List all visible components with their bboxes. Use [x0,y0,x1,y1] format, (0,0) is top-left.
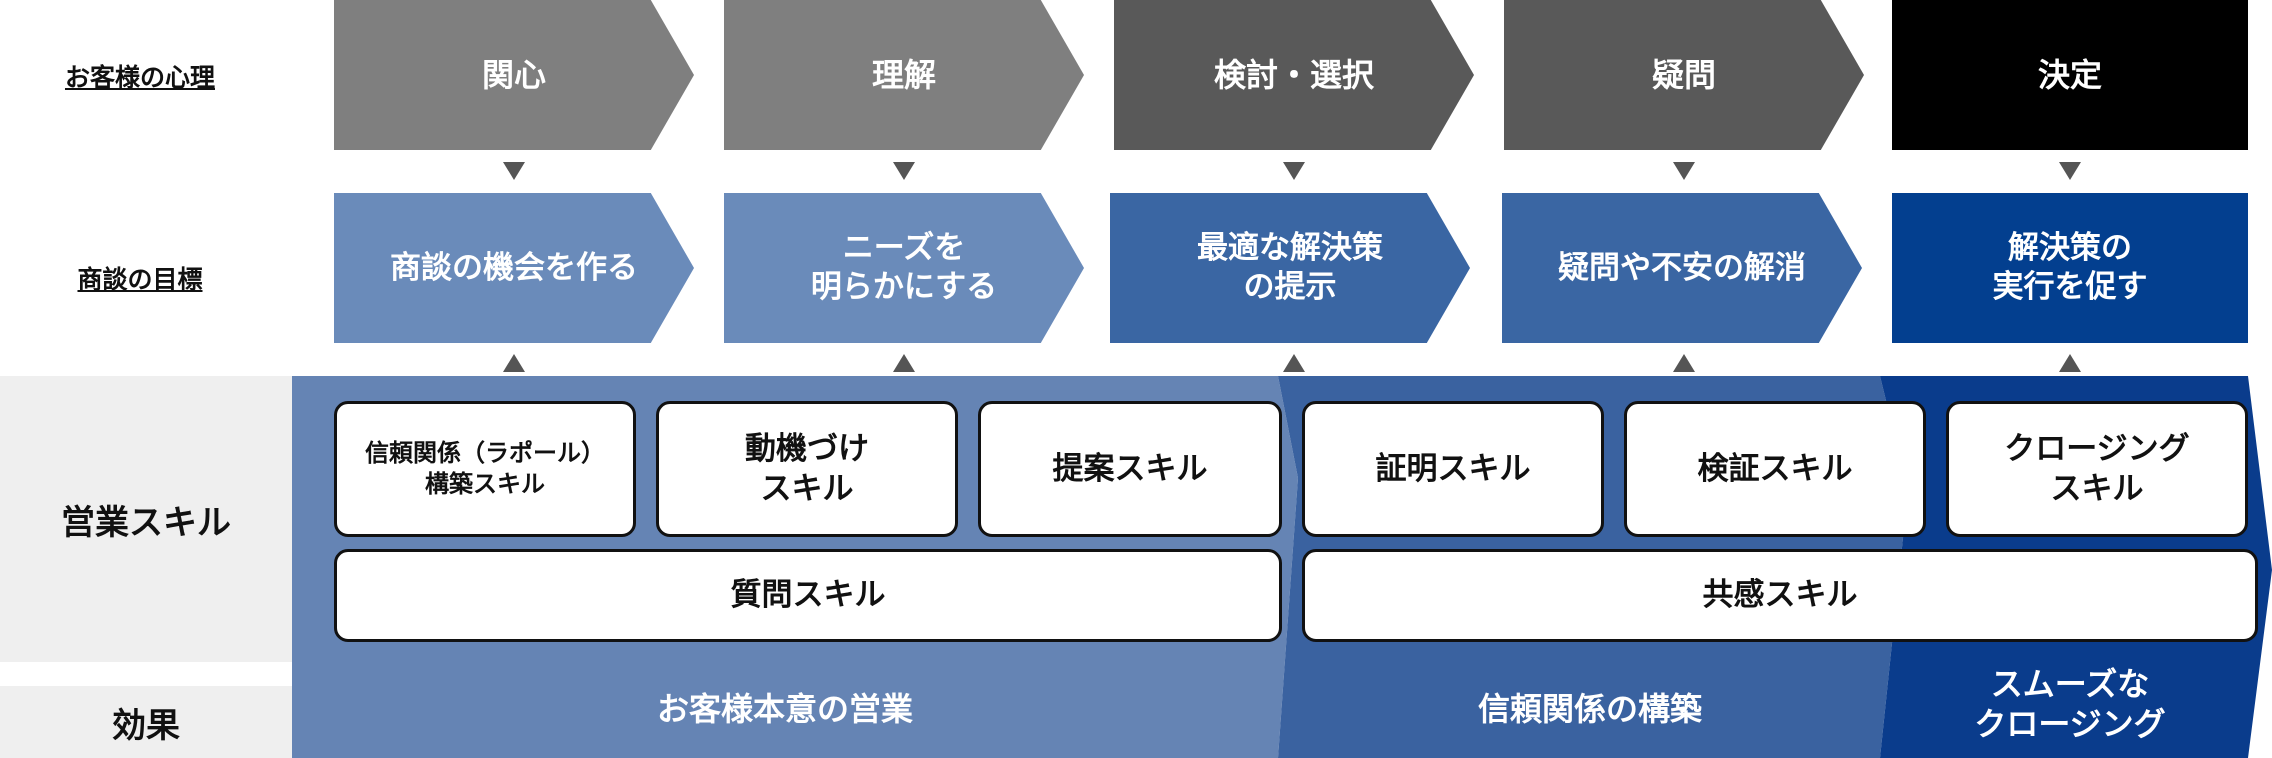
goal-step-1: 商談の機会を作る [334,193,694,343]
up-arrow-icon [893,354,915,372]
goal-step-3: 最適な解決策 の提示 [1110,193,1470,343]
row-label-skills: 営業スキル [61,503,231,542]
psychology-step-4: 疑問 [1504,0,1864,150]
skill-proposal: 提案スキル [978,401,1282,537]
row-label-psychology: お客様の心理 [64,64,215,92]
goal-step-5: 解決策の 実行を促す [1892,193,2248,343]
row-label-effect: 効果 [112,706,180,745]
skill-rapport: 信頼関係（ラポール） 構築スキル [334,401,636,537]
psychology-step-1: 関心 [334,0,694,150]
down-arrow-icon [1283,162,1305,180]
effect-trust-building: 信頼関係の構築 [1477,691,1702,727]
skill-closing: クロージング スキル [1946,401,2248,537]
goal-step-2: ニーズを 明らかにする [724,193,1084,343]
effect-label-bg [0,686,292,758]
effect-customer-oriented: お客様本意の営業 [656,691,913,727]
down-arrow-icon [2059,162,2081,180]
up-arrow-icon [1673,354,1695,372]
goal-step-4: 疑問や不安の解消 [1502,193,1862,343]
psychology-step-2: 理解 [724,0,1084,150]
up-arrow-icon [1283,354,1305,372]
psychology-step-3: 検討・選択 [1114,0,1474,150]
psychology-step-5: 決定 [1892,0,2248,150]
down-arrow-icon [893,162,915,180]
down-arrow-icon [503,162,525,180]
skill-verification: 検証スキル [1624,401,1926,537]
skill-empathy: 共感スキル [1302,549,2258,642]
skill-proof: 証明スキル [1302,401,1604,537]
skill-motivation: 動機づけ スキル [656,401,958,537]
down-arrow-icon [1673,162,1695,180]
skills-label-bg [0,376,292,662]
skill-questioning: 質問スキル [334,549,1282,642]
row-label-goal: 商談の目標 [77,266,203,294]
up-arrow-icon [503,354,525,372]
up-arrow-icon [2059,354,2081,372]
effect-smooth-closing: スムーズな クロージング [1974,666,2166,742]
